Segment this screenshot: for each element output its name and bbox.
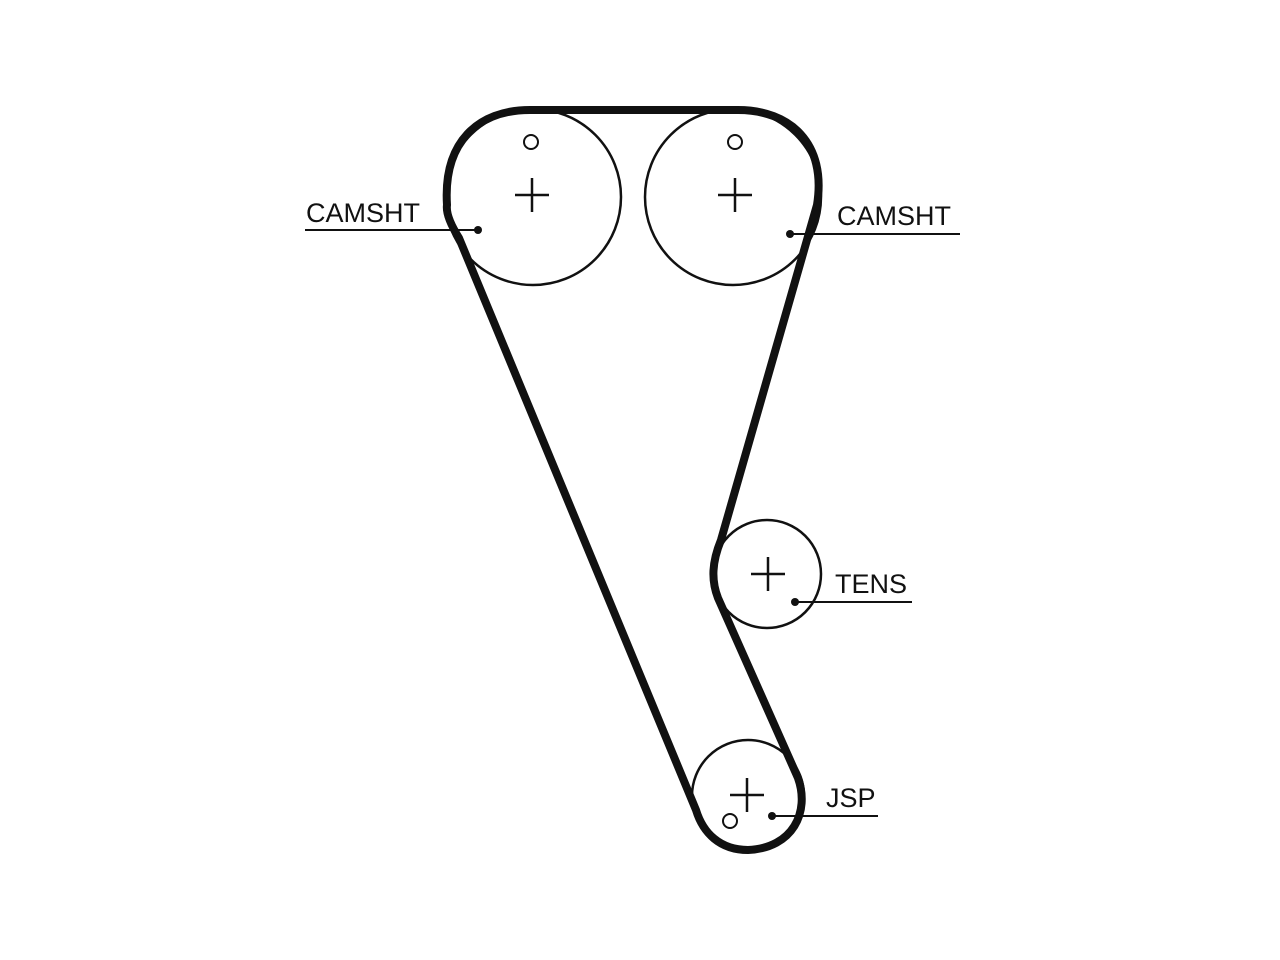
camshaft-left-label: CAMSHT — [306, 198, 420, 228]
camshaft-left-leader — [305, 226, 482, 234]
crankshaft-timing-mark-icon — [722, 813, 738, 829]
timing-belt — [442, 106, 823, 854]
crankshaft-label: JSP — [826, 783, 876, 813]
camshaft-right-label: CAMSHT — [837, 201, 951, 231]
tensioner-leader — [791, 598, 912, 606]
camshaft-right-timing-mark-icon — [727, 134, 743, 150]
camshaft-right-center-cross-icon — [718, 178, 752, 212]
crankshaft-leader — [768, 812, 878, 820]
tensioner-center-cross-icon — [751, 557, 785, 591]
crankshaft-center-cross-icon — [730, 778, 764, 812]
camshaft-left-timing-mark-icon — [523, 134, 539, 150]
tensioner-label: TENS — [835, 569, 907, 599]
camshaft-left-center-cross-icon — [515, 178, 549, 212]
camshaft-right-leader — [786, 230, 960, 238]
